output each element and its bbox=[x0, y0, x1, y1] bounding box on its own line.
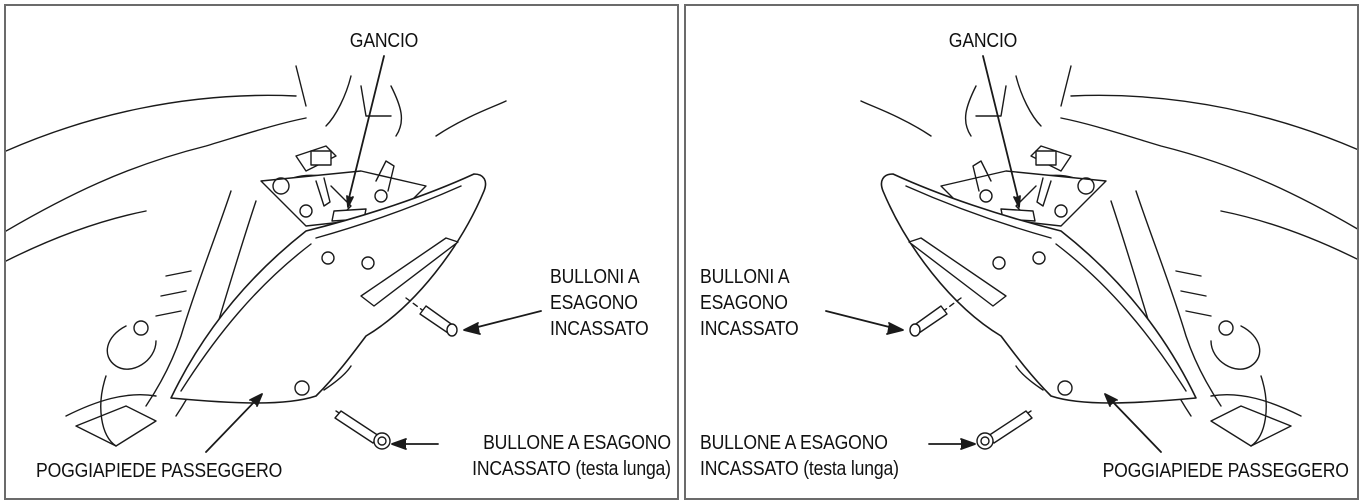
footrest-drawing-left bbox=[6, 55, 542, 453]
leader-lines-left bbox=[205, 55, 542, 453]
socket-bolts-label: BULLONI A ESAGONO INCASSATO bbox=[700, 264, 799, 342]
bolts-left bbox=[334, 297, 458, 450]
footrest-label: POGGIAPIEDE PASSEGGERO bbox=[1102, 460, 1349, 482]
socket-bolts-line-3: INCASSATO bbox=[550, 318, 649, 340]
socket-bolts-label: BULLONI A ESAGONO INCASSATO bbox=[550, 264, 649, 342]
socket-bolts-line-2: ESAGONO bbox=[700, 292, 788, 314]
harness-right bbox=[860, 75, 1092, 187]
long-bolt-line-2: INCASSATO (testa lunga) bbox=[472, 458, 671, 480]
footrest-right bbox=[880, 173, 1197, 404]
body-panel-right bbox=[1060, 65, 1357, 260]
body-panel-left bbox=[6, 65, 307, 262]
socket-bolts-line-1: BULLONI A bbox=[700, 266, 790, 288]
long-bolt-line-2: INCASSATO (testa lunga) bbox=[700, 458, 899, 480]
hook-label: GANCIO bbox=[948, 30, 1018, 52]
long-bolt-label: BULLONE A ESAGONO INCASSATO (testa lunga… bbox=[700, 430, 899, 482]
footrest-label: POGGIAPIEDE PASSEGGERO bbox=[36, 460, 283, 482]
bolts-right bbox=[909, 297, 1033, 450]
socket-bolts-line-2: ESAGONO bbox=[550, 292, 638, 314]
leader-lines-right bbox=[825, 55, 1162, 453]
long-bolt-line-1: BULLONE A ESAGONO bbox=[700, 432, 888, 454]
footrest-drawing-right bbox=[825, 55, 1357, 453]
hook-label: GANCIO bbox=[349, 30, 419, 52]
socket-bolts-line-1: BULLONI A bbox=[550, 266, 640, 288]
left-panel: GANCIO BULLONI A ESAGONO INCASSATO BULLO… bbox=[4, 4, 679, 500]
long-bolt-label: BULLONE A ESAGONO INCASSATO (testa lunga… bbox=[472, 430, 671, 482]
long-bolt-line-1: BULLONE A ESAGONO bbox=[483, 432, 671, 454]
footrest-left bbox=[170, 173, 487, 404]
socket-bolts-line-3: INCASSATO bbox=[700, 318, 799, 340]
harness-left bbox=[275, 75, 507, 187]
right-panel: GANCIO BULLONI A ESAGONO INCASSATO BULLO… bbox=[684, 4, 1359, 500]
